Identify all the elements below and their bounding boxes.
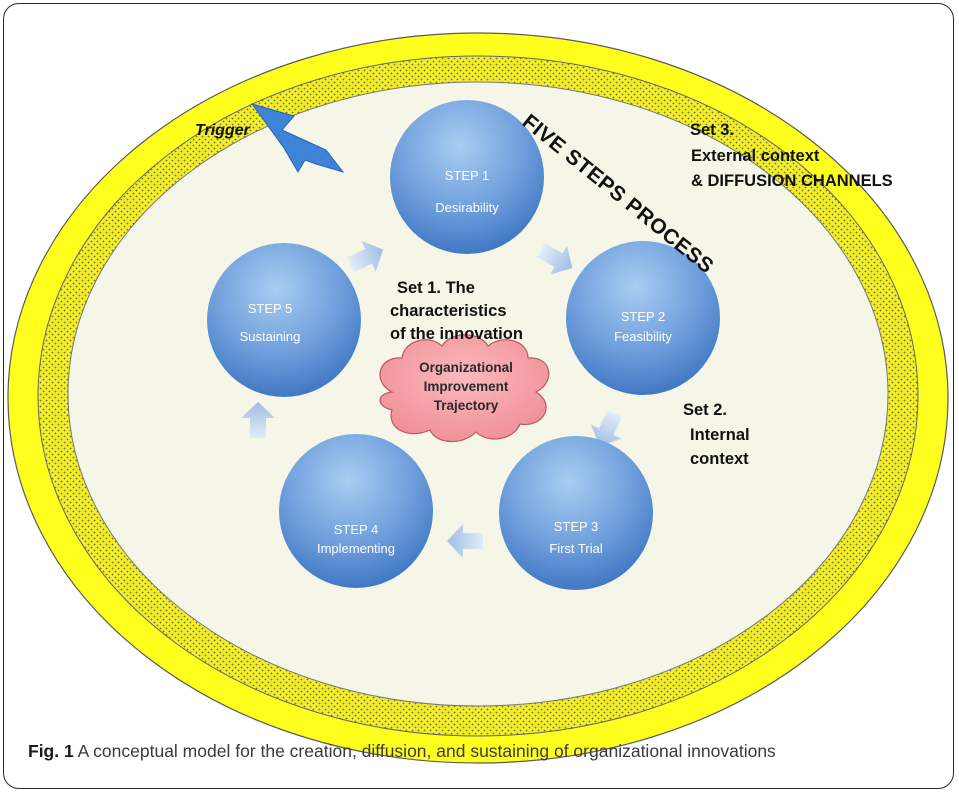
step-3-title: STEP 3: [554, 519, 599, 534]
organizational-improvement-cloud: Organizational Improvement Trajectory: [379, 334, 550, 443]
set-2-line-2: Internal: [690, 426, 750, 444]
set-3-line-2: External context: [691, 147, 820, 165]
step-arrows: [241, 240, 623, 558]
step-4-label: Implementing: [317, 541, 395, 556]
step-5-node: STEP 5 Sustaining: [207, 243, 361, 397]
figure-caption: Fig. 1 A conceptual model for the creati…: [28, 741, 776, 762]
step-3-node: STEP 3 First Trial: [499, 436, 653, 590]
cloud-line-2: Improvement: [424, 379, 509, 394]
trigger-lightning-icon: [250, 103, 345, 173]
trigger-label: Trigger: [195, 122, 251, 139]
figure-caption-text: A conceptual model for the creation, dif…: [77, 741, 776, 761]
figure-caption-label: Fig. 1: [28, 741, 74, 761]
set-1-line-1: Set 1. The: [397, 279, 475, 297]
figure-frame: [3, 3, 954, 789]
step-2-node: STEP 2 Feasibility: [566, 241, 720, 395]
cloud-line-3: Trajectory: [434, 398, 499, 413]
step-4-title: STEP 4: [334, 522, 379, 537]
arrow-step5-to-step1: [347, 240, 384, 273]
set-3-label: Set 3. External context & DIFFUSION CHAN…: [690, 121, 893, 190]
arrow-step1-to-step2: [537, 243, 573, 275]
step-3-label: First Trial: [549, 541, 603, 556]
step-1-node: STEP 1 Desirability: [390, 100, 544, 254]
set-2-line-1: Set 2.: [683, 401, 727, 419]
step-5-title: STEP 5: [248, 301, 293, 316]
set-2-label: Set 2. Internal context: [683, 401, 750, 468]
step-2-title: STEP 2: [621, 309, 666, 324]
cloud-line-1: Organizational: [419, 360, 513, 375]
arrow-step3-to-step4: [447, 524, 483, 558]
set-3-line-1: Set 3.: [690, 121, 734, 139]
arrow-step2-to-step3: [590, 410, 623, 447]
step-1-title: STEP 1: [445, 168, 490, 183]
step-4-node: STEP 4 Implementing: [279, 434, 433, 588]
set-1-line-3: of the innovation: [390, 325, 523, 343]
set-2-line-3: context: [690, 450, 749, 468]
set-3-line-3: & DIFFUSION CHANNELS: [691, 172, 893, 190]
arrow-step4-to-step5: [241, 402, 275, 438]
step-1-label: Desirability: [435, 200, 499, 215]
set-1-label: Set 1. The characteristics of the innova…: [390, 279, 523, 343]
step-2-label: Feasibility: [614, 329, 672, 344]
step-5-label: Sustaining: [240, 329, 301, 344]
set-1-line-2: characteristics: [390, 302, 507, 320]
